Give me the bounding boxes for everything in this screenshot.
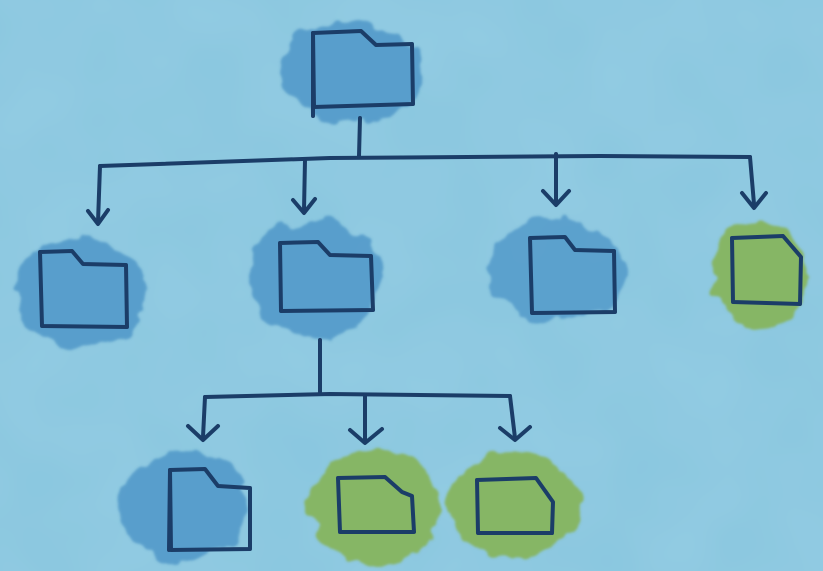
connector-level2 (186, 338, 532, 445)
wash-folder-2 (249, 220, 381, 336)
file-1-icon (730, 234, 803, 306)
folder-2-icon (278, 240, 375, 313)
connector-root (86, 116, 768, 226)
wash-folder-3 (488, 220, 624, 320)
wash-file-2 (309, 450, 441, 566)
wash-root (280, 22, 424, 122)
folder-3-icon (528, 235, 617, 315)
wash-folder-4 (119, 450, 251, 562)
file-2-icon (336, 475, 416, 534)
file-3-icon (475, 476, 555, 535)
folder-4-icon (167, 467, 252, 552)
root-folder-icon (311, 29, 415, 118)
wash-file-3 (448, 451, 580, 559)
folder-1-icon (38, 249, 129, 329)
